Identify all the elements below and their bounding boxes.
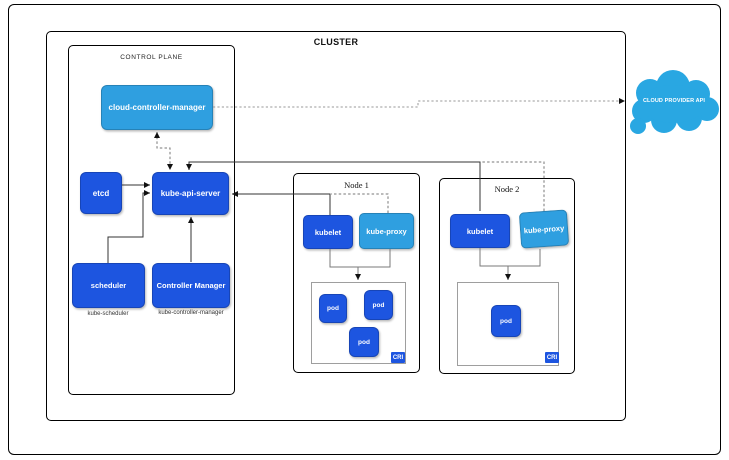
node-1-kube-proxy-box: kube-proxy (359, 213, 414, 249)
kube-scheduler-label: kube-scheduler (87, 311, 129, 317)
node-1-title: Node 1 (344, 180, 369, 190)
controller-manager-box: Controller Manager (152, 263, 230, 308)
kube-api-server-box: kube-api-server (152, 172, 229, 215)
node-2-pod: pod (491, 305, 521, 337)
outer-border (8, 4, 721, 455)
node-2-kubelet-box: kubelet (450, 214, 510, 248)
node-1-pod: pod (319, 294, 347, 323)
kube-controller-manager-label: kube-controller-manager (158, 310, 224, 316)
node-1-cri-box (311, 282, 406, 364)
node-1-cri-label: CRI (391, 352, 405, 363)
etcd-box: etcd (80, 172, 122, 214)
node-2-kube-proxy-box: kube-proxy (518, 209, 570, 249)
scheduler-box: scheduler (72, 263, 145, 308)
node-2-cri-box (457, 282, 559, 366)
node-1-kubelet-box: kubelet (303, 215, 353, 249)
node-2-title: Node 2 (494, 184, 520, 194)
node-2-cri-label: CRI (545, 352, 559, 363)
node-1-pod: pod (364, 290, 393, 320)
node-1-pod: pod (349, 327, 379, 357)
cluster-box (46, 31, 626, 421)
control-plane-label: CONTROL PLANE (120, 54, 183, 61)
control-plane-box (68, 45, 235, 395)
cluster-title: CLUSTER (313, 37, 359, 47)
cloud-controller-manager-box: cloud-controller-manager (101, 85, 213, 130)
cloud-provider-api-label: CLOUD PROVIDER API (642, 98, 706, 104)
